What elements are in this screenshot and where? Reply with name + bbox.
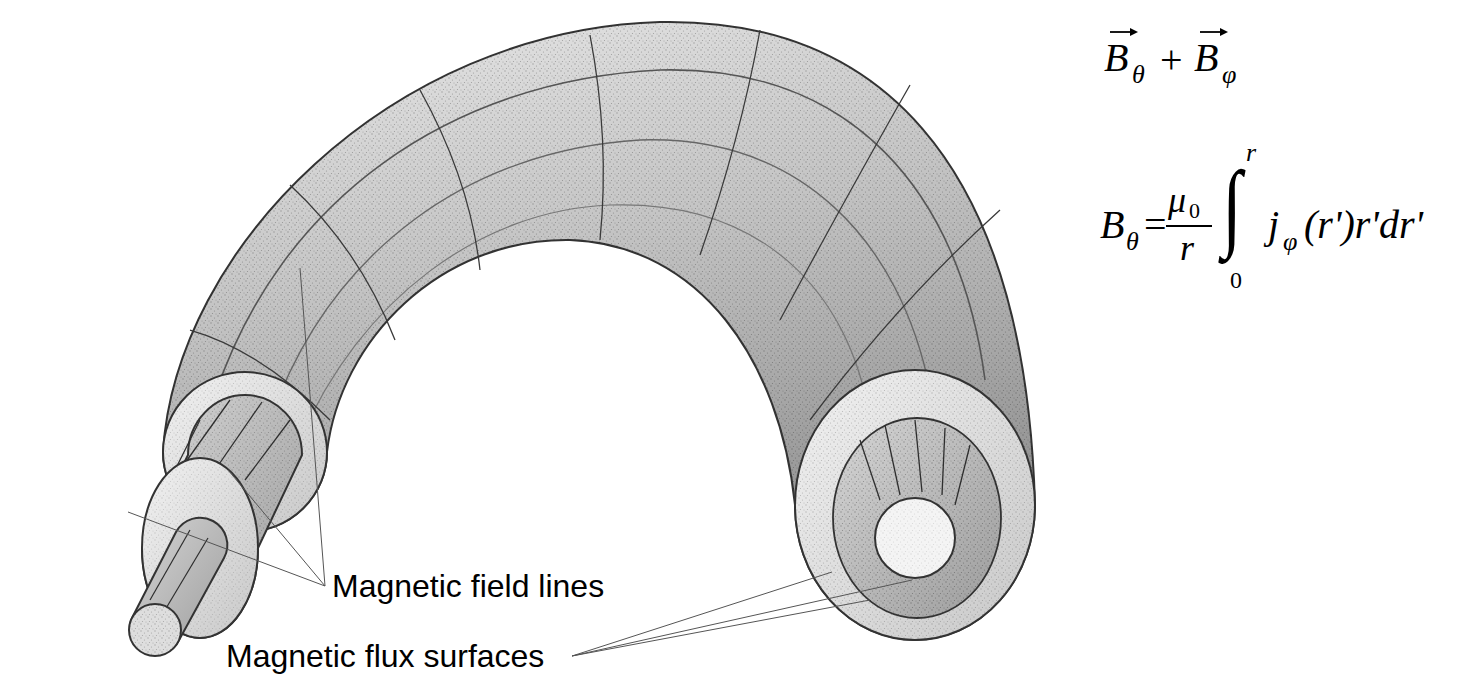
field-line — [780, 85, 910, 320]
field-line — [942, 428, 945, 495]
field-line — [700, 30, 760, 255]
operator: = — [1144, 205, 1167, 245]
inner-flux-surface — [875, 498, 955, 578]
field-line — [165, 538, 208, 610]
subscript: θ — [1132, 62, 1145, 88]
subscript: φ — [1222, 62, 1236, 88]
middle-flux-surface — [833, 418, 1001, 618]
torus-body — [163, 22, 1035, 640]
field-line — [885, 425, 900, 495]
field-line — [215, 402, 262, 470]
stipple-shading — [795, 370, 1035, 640]
stipple-shading — [129, 604, 181, 656]
leader-line — [572, 600, 870, 656]
upper-limit: r — [1246, 140, 1256, 166]
field-line-group — [150, 530, 208, 610]
operator: + — [1160, 40, 1183, 80]
stipple-shading — [833, 418, 1001, 618]
callout-label: Magnetic field lines — [330, 570, 606, 602]
field-line-group — [190, 30, 1000, 420]
leader-line — [300, 268, 325, 586]
leader-line — [128, 512, 325, 586]
field-line — [150, 530, 190, 600]
vector-symbol: B — [1194, 38, 1218, 78]
current-density: j — [1268, 205, 1279, 245]
constant-symbol: μ — [1168, 182, 1186, 218]
fraction-bar — [1166, 225, 1212, 227]
field-line — [290, 185, 395, 340]
field-line-group — [860, 420, 970, 505]
field-line — [860, 440, 880, 500]
subscript: φ — [1283, 229, 1297, 255]
subscript: 0 — [1189, 200, 1200, 222]
field-line — [420, 90, 480, 270]
stipple-shading — [163, 22, 1035, 640]
flux-surface-edge — [270, 140, 930, 420]
integral-sign: ∫ — [1222, 157, 1242, 254]
subscript: θ — [1126, 229, 1139, 255]
cut-face — [795, 370, 1035, 640]
stipple-shading — [875, 498, 955, 578]
lower-limit: 0 — [1230, 268, 1242, 292]
callout-label: Magnetic flux surfaces — [224, 640, 546, 672]
field-symbol: B — [1100, 205, 1124, 245]
cut-face — [129, 604, 181, 656]
field-line — [915, 420, 922, 492]
vector-arrow — [1130, 28, 1138, 36]
field-line — [245, 420, 290, 480]
leader-line — [572, 580, 912, 656]
field-line — [590, 35, 603, 240]
denominator: r — [1180, 230, 1194, 266]
vector-symbol: B — [1104, 38, 1128, 78]
leader-line — [228, 470, 325, 586]
field-line — [955, 445, 970, 505]
leader-line-group — [128, 268, 912, 656]
vector-arrow-group — [1110, 28, 1228, 36]
flux-surface-edge — [300, 205, 870, 440]
vector-arrow — [1220, 28, 1228, 36]
integrand: (r')r'dr' — [1304, 205, 1423, 245]
